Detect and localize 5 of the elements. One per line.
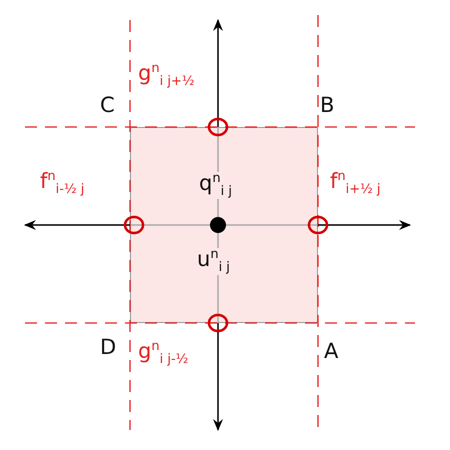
corner-label: D bbox=[100, 336, 116, 360]
cell-box bbox=[130, 127, 318, 323]
corner-label: C bbox=[100, 94, 115, 118]
corner-label: A bbox=[324, 340, 338, 364]
corner-label: B bbox=[320, 94, 334, 118]
